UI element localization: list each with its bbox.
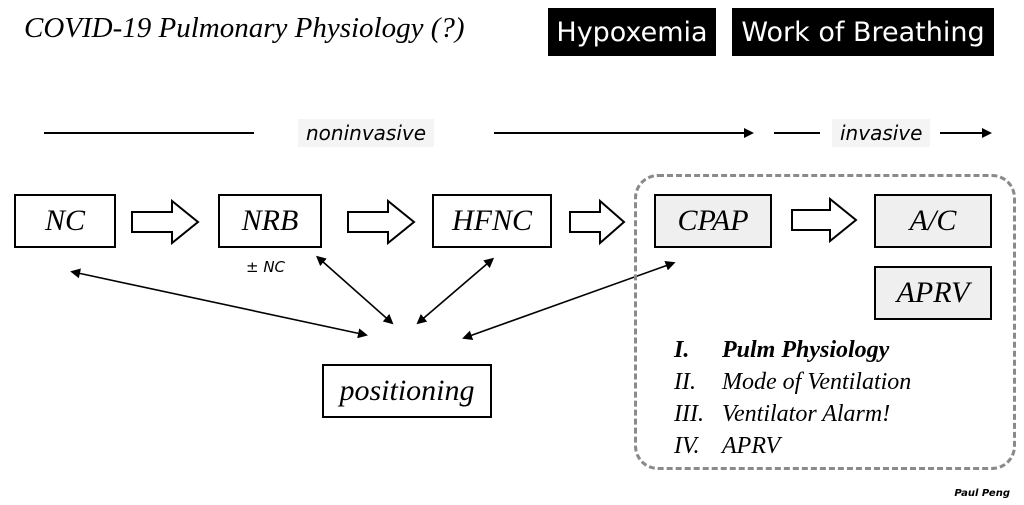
link-nrb-positioning	[316, 255, 394, 325]
node-nc[interactable]: NC	[14, 194, 116, 248]
outline-item[interactable]: I. Pulm Physiology	[674, 334, 911, 366]
node-ac[interactable]: A/C	[874, 194, 992, 248]
node-nrb[interactable]: NRB	[218, 194, 322, 248]
outline-item[interactable]: III. Ventilator Alarm!	[674, 398, 911, 430]
author-credit: Paul Peng	[954, 488, 1010, 499]
link-nc-positioning	[70, 268, 368, 339]
block-arrow-hfnc-cpap	[569, 198, 626, 246]
outline-text: Ventilator Alarm!	[722, 400, 891, 427]
invasive-label: invasive	[832, 119, 931, 147]
outline-number: I.	[674, 336, 690, 363]
outline-text: Pulm Physiology	[722, 336, 890, 363]
node-positioning[interactable]: positioning	[322, 364, 492, 418]
node-cpap[interactable]: CPAP	[654, 194, 772, 248]
topic-outline: I. Pulm Physiology II. Mode of Ventilati…	[674, 334, 911, 462]
page-title: COVID-19 Pulmonary Physiology (?)	[24, 12, 465, 44]
node-aprv[interactable]: APRV	[874, 266, 992, 320]
node-hfnc[interactable]: HFNC	[432, 194, 552, 248]
outline-number: IV.	[674, 432, 700, 459]
tab-work-of-breathing[interactable]: Work of Breathing	[732, 8, 994, 56]
outline-number: III.	[674, 400, 704, 427]
block-arrow-nc-nrb	[131, 198, 200, 246]
block-arrow-nrb-hfnc	[347, 198, 416, 246]
noninvasive-label: noninvasive	[298, 119, 435, 147]
invasive-group	[634, 174, 1016, 470]
outline-text: APRV	[722, 432, 781, 459]
link-hfnc-positioning	[416, 257, 495, 325]
outline-item[interactable]: IV. APRV	[674, 430, 911, 462]
outline-number: II.	[674, 368, 696, 395]
outline-item[interactable]: II. Mode of Ventilation	[674, 366, 911, 398]
tab-hypoxemia[interactable]: Hypoxemia	[548, 8, 716, 56]
nrb-note: ± NC	[246, 258, 286, 276]
outline-text: Mode of Ventilation	[722, 368, 912, 395]
